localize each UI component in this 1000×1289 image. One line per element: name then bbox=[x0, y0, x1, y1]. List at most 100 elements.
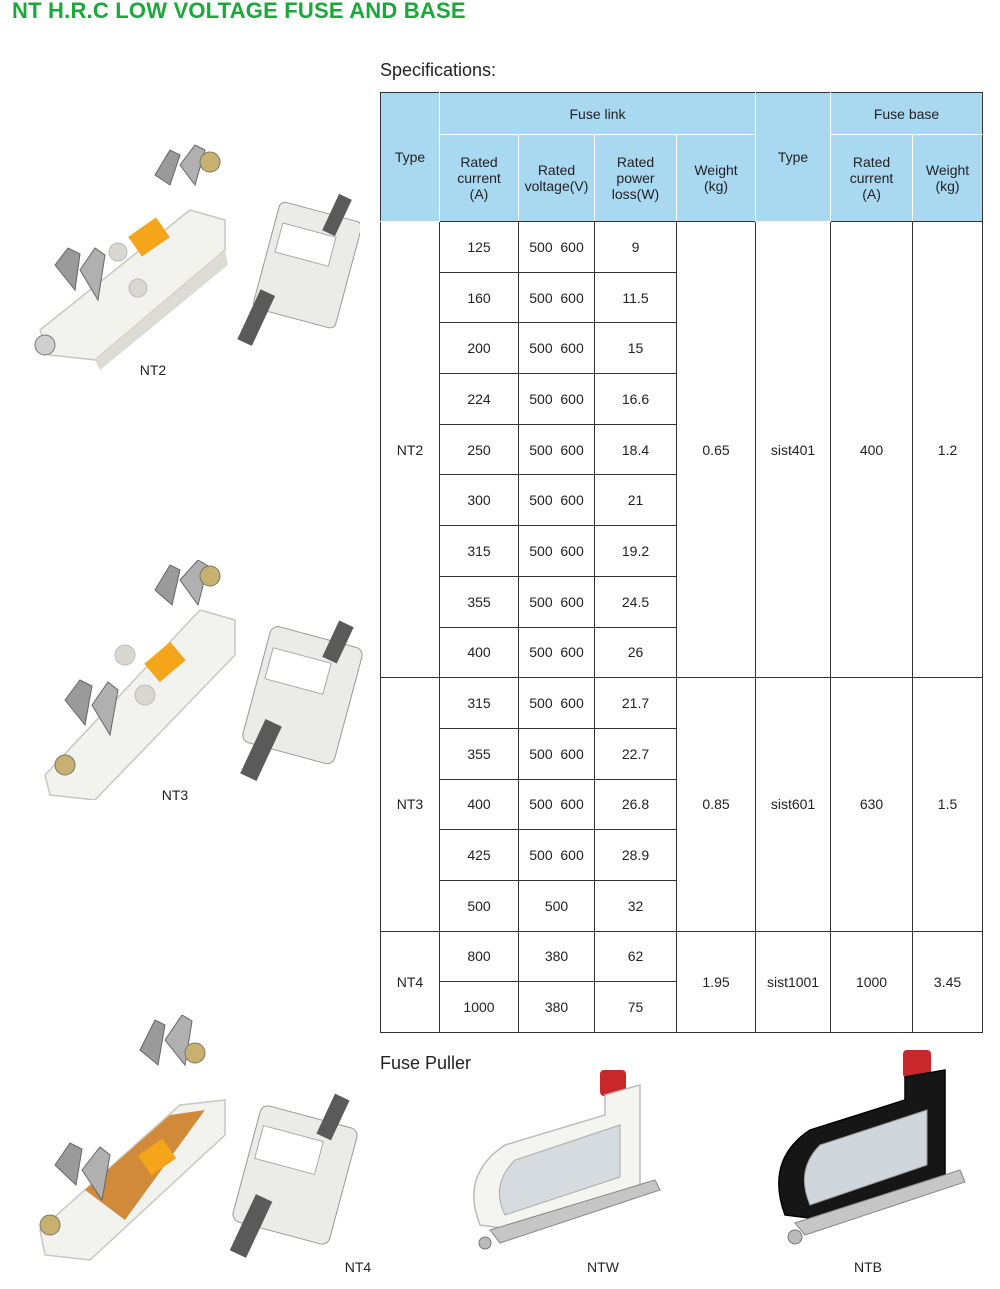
rated-voltage-cell: 500 600 bbox=[518, 626, 595, 679]
nt4-fuse-base-image bbox=[39, 1015, 358, 1261]
header-fuse-base: Fuse base bbox=[830, 92, 984, 135]
header-base-rated-current: Rated current (A) bbox=[830, 134, 914, 222]
base-type-cell: sist401 bbox=[755, 220, 832, 679]
rated-power-cell: 21 bbox=[594, 474, 677, 527]
header-weight-line2: (kg) bbox=[703, 178, 729, 194]
rated-current-cell: 500 bbox=[439, 879, 519, 932]
header-rated-voltage: Rated voltage(V) bbox=[518, 134, 595, 222]
rated-power-cell: 32 bbox=[594, 879, 677, 932]
rated-voltage-cell: 500 600 bbox=[518, 575, 595, 628]
fuse-weight-cell: 1.95 bbox=[675, 930, 757, 1034]
base-weight-cell: 1.2 bbox=[912, 220, 984, 679]
header-rated-current-line1: Rated bbox=[460, 154, 498, 170]
header-base-current-line2: current bbox=[849, 170, 894, 186]
rated-current-cell: 125 bbox=[439, 221, 519, 273]
page-title: NT H.R.C LOW VOLTAGE FUSE AND BASE bbox=[12, 0, 466, 23]
rated-power-cell: 18.4 bbox=[594, 423, 677, 476]
nt3-caption: NT3 bbox=[161, 787, 189, 803]
fuse-weight-cell: 0.65 bbox=[675, 220, 757, 679]
nt4-fuse-link bbox=[229, 1093, 358, 1258]
fuse-puller-label: Fuse Puller bbox=[380, 1053, 472, 1073]
ntb-red-tip bbox=[903, 1050, 931, 1078]
header-base-weight-line2: (kg) bbox=[935, 178, 960, 194]
nt2-fuse-link bbox=[237, 193, 360, 346]
base-rated-current-cell: 1000 bbox=[830, 930, 914, 1034]
rated-voltage-cell: 500 600 bbox=[518, 525, 595, 577]
header-base-weight: Weight (kg) bbox=[912, 134, 984, 222]
header-weight: Weight (kg) bbox=[675, 134, 757, 222]
base-type-cell: sist1001 bbox=[755, 930, 832, 1034]
base-weight-cell: 3.45 bbox=[912, 930, 984, 1034]
nt3-base bbox=[44, 560, 236, 800]
rated-current-cell: 200 bbox=[439, 322, 519, 375]
header-base-weight-line1: Weight bbox=[925, 162, 970, 178]
rated-current-cell: 160 bbox=[439, 271, 519, 324]
nt2-fuse-base-image bbox=[34, 144, 360, 370]
rated-current-cell: 400 bbox=[439, 778, 519, 831]
header-rated-current-line3: (A) bbox=[469, 186, 489, 202]
rated-voltage-cell: 500 600 bbox=[518, 423, 595, 476]
rated-voltage-cell: 500 600 bbox=[518, 271, 595, 324]
rated-current-cell: 315 bbox=[439, 677, 519, 729]
rated-voltage-cell: 380 bbox=[518, 981, 595, 1033]
specifications-label: Specifications: bbox=[380, 60, 497, 80]
rated-current-cell: 425 bbox=[439, 829, 519, 881]
rated-voltage-cell: 500 600 bbox=[518, 373, 595, 425]
header-weight-line1: Weight bbox=[694, 162, 738, 178]
rated-power-cell: 24.5 bbox=[594, 575, 677, 628]
nt4-caption: NT4 bbox=[344, 1259, 372, 1275]
rated-power-cell: 62 bbox=[594, 930, 677, 983]
fuse-type-cell: NT4 bbox=[380, 930, 440, 1034]
rated-current-cell: 355 bbox=[439, 575, 519, 628]
specifications-table: Type Fuse link Type Fuse base Rated curr… bbox=[380, 92, 984, 1034]
rated-voltage-cell: 500 600 bbox=[518, 221, 595, 273]
rated-current-cell: 1000 bbox=[439, 981, 519, 1033]
header-rated-power-line3: loss(W) bbox=[611, 186, 660, 202]
rated-voltage-cell: 500 600 bbox=[518, 829, 595, 881]
rated-current-cell: 355 bbox=[439, 727, 519, 780]
fuse-type-cell: NT2 bbox=[380, 220, 440, 679]
rated-voltage-cell: 500 600 bbox=[518, 474, 595, 527]
header-type: Type bbox=[380, 92, 440, 222]
nt4-base bbox=[39, 1015, 226, 1261]
fuse-type-cell: NT3 bbox=[380, 677, 440, 932]
rated-power-cell: 75 bbox=[594, 981, 677, 1033]
header-fuse-link: Fuse link bbox=[438, 92, 757, 135]
rated-current-cell: 400 bbox=[439, 626, 519, 679]
rated-power-cell: 28.9 bbox=[594, 829, 677, 881]
rated-power-cell: 16.6 bbox=[594, 373, 677, 425]
rated-power-cell: 26.8 bbox=[594, 778, 677, 831]
ntw-caption: NTW bbox=[587, 1259, 619, 1275]
header-base-current-line3: (A) bbox=[862, 186, 881, 202]
rated-power-cell: 26 bbox=[594, 626, 677, 679]
base-weight-cell: 1.5 bbox=[912, 677, 984, 932]
header-rated-current: Rated current (A) bbox=[439, 134, 519, 222]
rated-voltage-cell: 500 600 bbox=[518, 778, 595, 831]
base-type-cell: sist601 bbox=[755, 677, 832, 932]
ntw-red-tip bbox=[600, 1070, 626, 1096]
rated-power-cell: 22.7 bbox=[594, 727, 677, 780]
header-base-type: Type bbox=[755, 92, 832, 222]
rated-voltage-cell: 380 bbox=[518, 930, 595, 983]
rated-current-cell: 315 bbox=[439, 525, 519, 577]
header-rated-voltage-line2: voltage(V) bbox=[524, 178, 589, 194]
header-rated-power-line1: Rated bbox=[616, 154, 655, 170]
rated-voltage-cell: 500 bbox=[518, 879, 595, 932]
rated-power-cell: 15 bbox=[594, 322, 677, 375]
